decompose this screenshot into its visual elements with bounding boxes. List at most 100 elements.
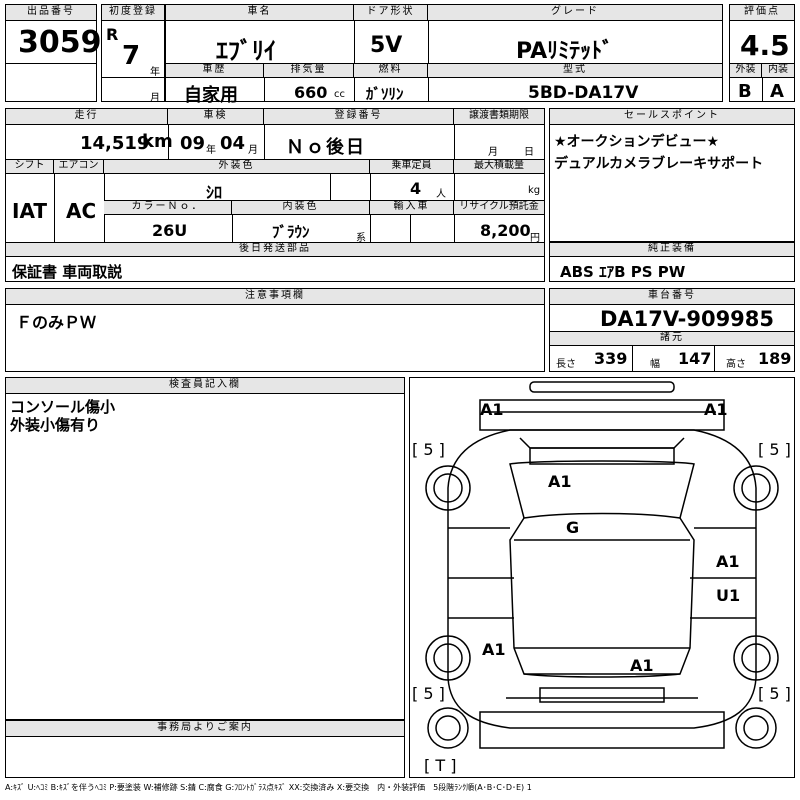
chassis-label: 車台番号 [550,289,794,305]
dims-label: 諸元 [550,332,794,346]
color-number: 26U [152,221,188,240]
later-parts-label: 後日発送部品 [6,243,544,257]
width-label: 幅 [650,359,660,370]
mileage-unit: km [142,131,173,152]
interior-label: 内装 [762,64,794,78]
import-label: 輸入車 [370,201,454,215]
first-registration-box: 初度登録 R 7 年 月 [101,4,165,104]
shift-type: IAT [12,199,48,223]
mark-bracket-rl: [ 5 ] [412,684,445,703]
chassis-number: DA17V-909985 [600,307,775,331]
recycle-fee: 8,200 [480,221,531,240]
car-name-label: 車名 [166,5,354,21]
first-registration-label: 初度登録 [102,5,164,21]
vehicle-info-table: 車名 ドア形状 グレード ｴﾌﾞﾘｲ 5V PAﾘﾐﾃｯﾄﾞ 車歴 排気量 燃料… [165,4,723,106]
first-registration-year: 7 [122,41,141,71]
fuel-type: ｶﾞｿﾘﾝ [366,85,404,103]
inspector-box: 検査員記入欄 コンソール傷小 外装小傷有り [5,377,405,720]
transfer-day-unit: 日 [524,147,534,158]
sales-point-2: デュアルカメラブレーキサポート [554,156,764,172]
car-name: ｴﾌﾞﾘｲ [216,37,276,65]
equipment-box: 純正装備 ABS ｴｱB PS PW [549,242,795,282]
mark-rear: A1 [630,656,654,675]
mark-left-rear: A1 [482,640,506,659]
model-code: 5BD-DA17V [528,83,639,103]
sales-points-label: セールスポイント [550,109,794,125]
capacity-unit: 人 [436,189,446,200]
transfer-month-unit: 月 [488,147,498,158]
inspection-year: 09 [180,133,206,154]
equipment-label: 純正装備 [550,243,794,257]
capacity-label: 乗車定員 [370,160,454,174]
lot-number: 3059 [18,25,102,60]
fuel-label: 燃料 [354,64,428,78]
inspector-note-2: 外装小傷有り [10,416,101,434]
transfer-doc-label: 譲渡書類期限 [454,109,544,125]
legend: A:ｷｽﾞ U:ﾍｺﾐ B:ｷｽﾞを伴うﾍｺﾐ P:要塗装 W:補修跡 S:錆 … [5,783,532,792]
grade: PAﾘﾐﾃｯﾄﾞ [516,39,614,64]
max-load-label: 最大積載量 [454,160,544,174]
lot-box: 出品番号 3059 [5,4,102,102]
length-label: 長さ [556,359,576,370]
mileage-label: 走行 [6,109,168,125]
recycle-label: リサイクル預託金 [454,201,544,215]
shift-label: シフト [6,160,54,174]
registration-label: 登録番号 [264,109,454,125]
inspection-year-unit: 年 [206,145,216,156]
details-table: 走行 車検 登録番号 譲渡書類期限 14,519 km 09 年 04 月 Ｎｏ… [5,108,545,282]
inspection-label: 車検 [168,109,264,125]
ac-label: エアコン [54,160,104,174]
score-box: 評価点 4.5 外装 内装 B A [729,4,795,102]
int-color-label: 内装色 [232,201,370,215]
displacement: 660 [294,83,328,102]
length: 339 [594,349,628,368]
office-label: 事務局よりご案内 [6,721,404,737]
door-type: 5V [370,33,403,58]
exterior-label: 外装 [730,64,762,78]
registration-number: Ｎｏ後日 [286,137,366,158]
month-unit: 月 [150,93,160,104]
notes: ＦのみＰＷ [16,313,97,332]
mark-bracket-fl: [ 5 ] [412,440,445,459]
mileage: 14,519 [80,133,150,154]
model-label: 型式 [428,64,722,78]
int-color-unit: 系 [356,233,366,244]
vehicle-history: 自家用 [184,85,238,106]
displacement-label: 排気量 [264,64,354,78]
inspector-label: 検査員記入欄 [6,378,404,394]
equipment: ABS ｴｱB PS PW [560,263,686,281]
lot-label: 出品番号 [6,5,96,21]
year-unit: 年 [150,67,160,78]
later-parts: 保証書 車両取説 [12,263,123,281]
score-label: 評価点 [730,5,794,21]
sales-point-1: ★オークションデビュー★ [554,134,720,150]
color-no-label: カラーＮｏ． [104,201,232,215]
door-label: ドア形状 [354,5,428,21]
car-diagram-box: A1 A1 [ 5 ] [ 5 ] A1 G A1 U1 A1 A1 [ 5 ]… [409,377,795,778]
mark-bracket-fr: [ 5 ] [758,440,791,459]
mark-front-right: A1 [704,400,728,419]
mark-hood: A1 [548,472,572,491]
mark-right-side-2: U1 [716,586,741,605]
capacity: 4 [410,179,422,198]
notes-label: 注意事項欄 [6,289,544,305]
ext-color: ｼﾛ [206,183,223,202]
height: 189 [758,349,792,368]
ext-color-label: 外装色 [104,160,370,174]
mark-front-left: A1 [480,400,504,419]
history-label: 車歴 [166,64,264,78]
inspector-note-1: コンソール傷小 [10,398,116,416]
chassis-box: 車台番号 DA17V-909985 諸元 長さ 339 幅 147 高さ 189 [549,288,795,372]
inspection-month-unit: 月 [248,145,258,156]
mark-trunk: [ T ] [424,756,457,775]
displacement-unit: cc [334,89,345,100]
overall-score: 4.5 [740,29,790,62]
office-box: 事務局よりご案内 [5,720,405,778]
mark-roof: G [566,518,580,537]
max-load-unit: kg [528,185,541,196]
ac-type: AC [66,199,97,223]
car-diagram [425,381,779,749]
inspection-month: 04 [220,133,246,154]
recycle-unit: 円 [530,233,540,244]
sales-points-box: セールスポイント ★オークションデビュー★ デュアルカメラブレーキサポート [549,108,795,242]
